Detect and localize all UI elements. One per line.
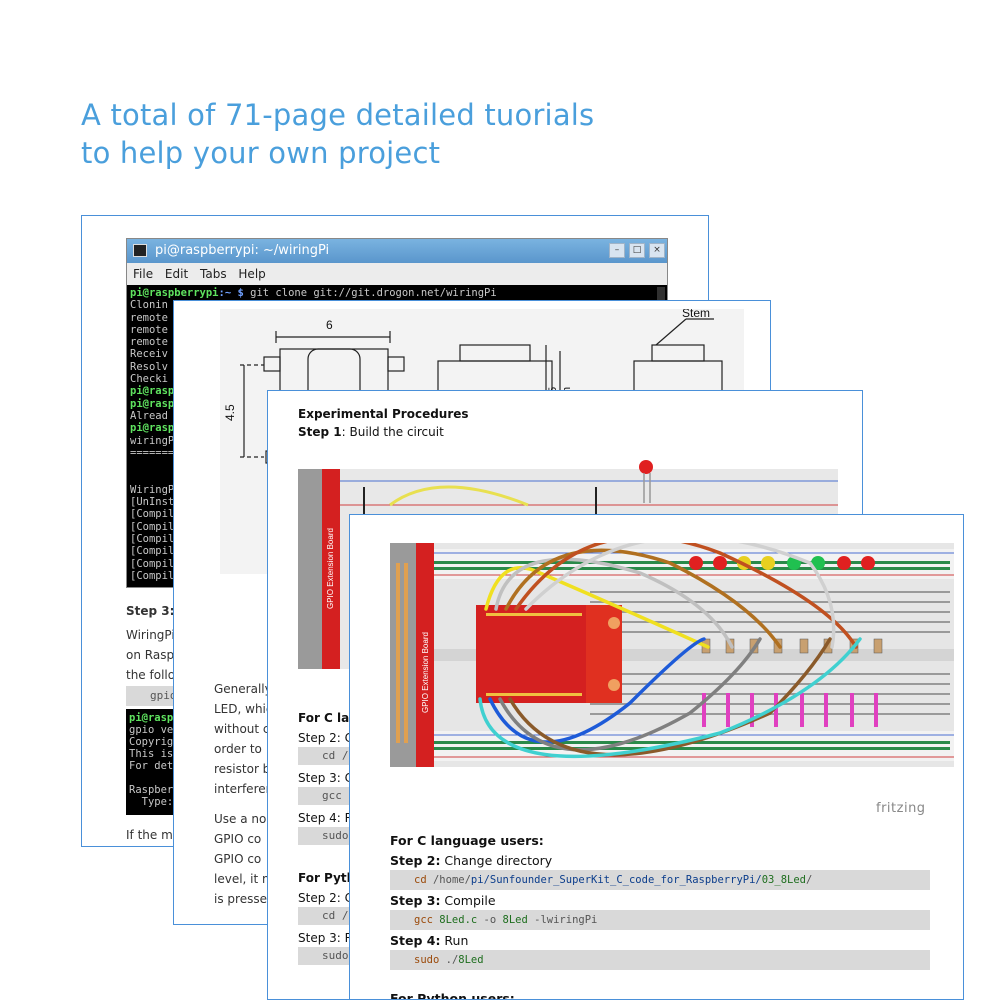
breadboard-circuit-image: GPIO Extension Board bbox=[390, 543, 954, 767]
step3-heading: Step 3: T bbox=[126, 604, 187, 618]
paragraph-line: interferen bbox=[214, 782, 274, 796]
terminal-output: pi@raspberrypi:~ $ git clone git://git.d… bbox=[130, 287, 497, 582]
terminal-titlebar: pi@raspberrypi: ~/wiringPi – □ × bbox=[127, 239, 667, 263]
tutorial-page-8led: GPIO Extension Board bbox=[349, 514, 964, 1000]
paragraph-line: is pressed bbox=[214, 892, 275, 906]
close-icon[interactable]: × bbox=[649, 243, 665, 258]
paragraph-line: without c bbox=[214, 722, 270, 736]
menu-edit[interactable]: Edit bbox=[164, 267, 189, 281]
dimension-h-label: h bbox=[561, 387, 573, 393]
paragraph-line: Use a no bbox=[214, 812, 267, 826]
step2-heading: Step 2: Change directory bbox=[390, 853, 553, 868]
paragraph-line: on Rasp bbox=[126, 648, 175, 662]
step3-text: Step 3: C bbox=[298, 771, 354, 785]
python-users-heading: For Python users: bbox=[390, 991, 515, 1000]
command-sudo: sudo ./8Led bbox=[390, 950, 930, 970]
minimize-icon[interactable]: – bbox=[609, 243, 625, 258]
paragraph-line: LED, whic bbox=[214, 702, 273, 716]
terminal-menubar: File Edit Tabs Help bbox=[127, 263, 667, 285]
paragraph-line: order to bbox=[214, 742, 262, 756]
headline-line-2: to help your own project bbox=[81, 136, 441, 170]
fritzing-watermark: fritzing bbox=[876, 801, 926, 816]
dimension-5-label: 5 bbox=[547, 387, 559, 393]
code-block: cd /h bbox=[298, 747, 358, 765]
py-step3-text: Step 3: R bbox=[298, 931, 353, 945]
step4-heading: Step 4: Run bbox=[390, 933, 469, 948]
command-gcc: gcc 8Led.c -o 8Led -lwiringPi bbox=[390, 910, 930, 930]
headline-line-1: A total of 71-page detailed tuorials bbox=[81, 98, 595, 132]
paragraph-line: level, it m bbox=[214, 872, 274, 886]
paragraph-line: Generally bbox=[214, 682, 272, 696]
code-block: sudo bbox=[298, 827, 358, 845]
dimension-width-label: 6 bbox=[326, 318, 333, 332]
paragraph-line: the follo bbox=[126, 668, 176, 682]
paragraph-line: GPIO co bbox=[214, 832, 262, 846]
paragraph-line: resistor b bbox=[214, 762, 271, 776]
python-users-heading: For Pytho bbox=[298, 871, 364, 885]
terminal-icon bbox=[133, 244, 147, 257]
stem-label: Stem bbox=[682, 309, 710, 320]
step4-text: Step 4: R bbox=[298, 811, 353, 825]
step2-text: Step 2: C bbox=[298, 731, 354, 745]
step1-text: Step 1: Build the circuit bbox=[298, 425, 444, 439]
menu-file[interactable]: File bbox=[133, 267, 154, 281]
headline: A total of 71-page detailed tuorials to … bbox=[81, 96, 781, 172]
board-label: GPIO Extension Board bbox=[326, 528, 335, 609]
code-block: sudo bbox=[298, 947, 358, 965]
menu-tabs[interactable]: Tabs bbox=[200, 267, 227, 281]
code-block: gcc 8 bbox=[298, 787, 358, 805]
paragraph-line: WiringPi bbox=[126, 628, 175, 642]
board-label: GPIO Extension Board bbox=[421, 632, 430, 713]
dimension-height-label: 4.5 bbox=[223, 404, 237, 421]
menu-help[interactable]: Help bbox=[238, 267, 266, 281]
procedures-heading: Experimental Procedures bbox=[298, 407, 469, 421]
footer-text: If the me bbox=[126, 828, 181, 842]
terminal-title: pi@raspberrypi: ~/wiringPi bbox=[155, 243, 330, 258]
py-step2-text: Step 2: C bbox=[298, 891, 354, 905]
c-users-heading: For C lan bbox=[298, 711, 358, 725]
maximize-icon[interactable]: □ bbox=[629, 243, 645, 258]
command-cd: cd /home/pi/Sunfounder_SuperKit_C_code_f… bbox=[390, 870, 930, 890]
paragraph-line: GPIO co bbox=[214, 852, 262, 866]
code-block: cd /h bbox=[298, 907, 358, 925]
c-users-heading: For C language users: bbox=[390, 833, 544, 848]
step3-heading: Step 3: Compile bbox=[390, 893, 496, 908]
